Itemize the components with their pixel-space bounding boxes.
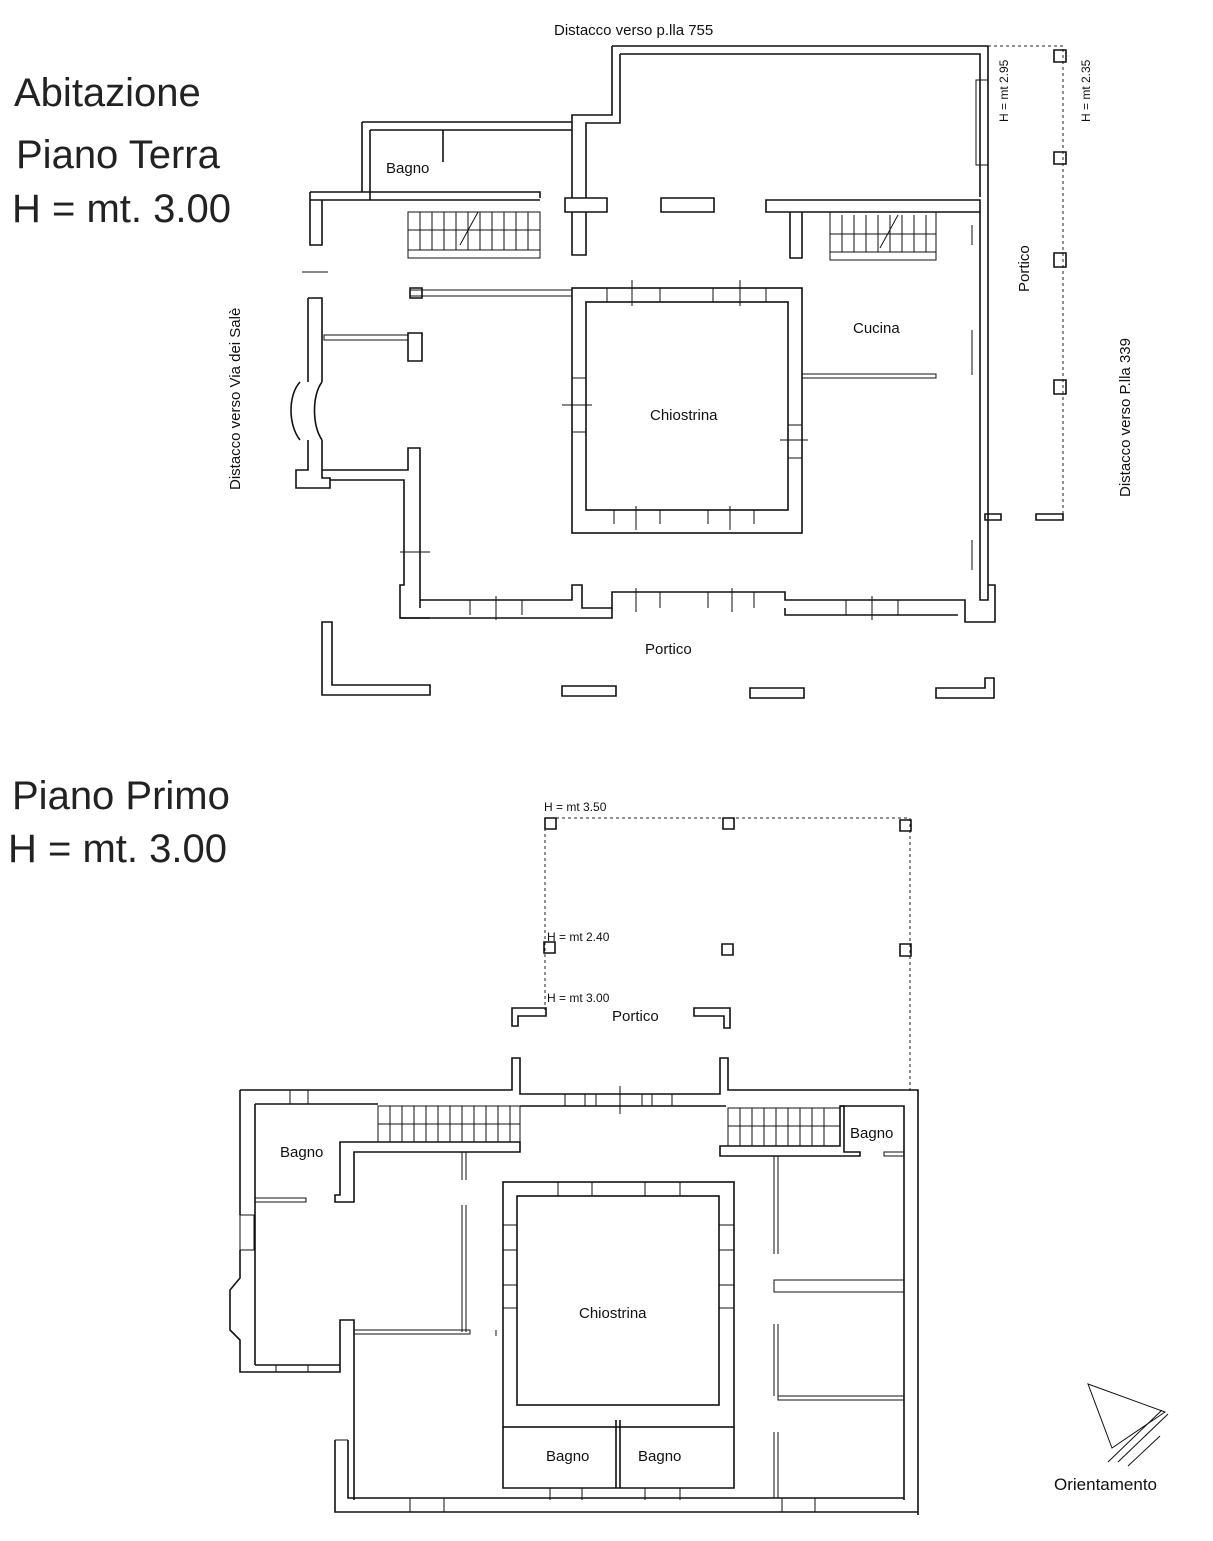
south-portico-east: [935, 677, 995, 699]
wall-pier-3: [765, 199, 981, 213]
south-bathrooms-walls: [502, 1420, 735, 1489]
portico-south-label: Portico: [645, 641, 692, 658]
title-piano-terra: Piano Terra: [16, 133, 221, 177]
north-corridor-wall: [309, 191, 541, 246]
ground-floor-height: H = mt. 3.00: [12, 187, 231, 231]
title-piano-primo: Piano Primo: [12, 774, 230, 818]
cucina-label: Cucina: [853, 320, 900, 337]
west-room-partitions: [353, 1152, 497, 1336]
north-setback-label: Distacco verso p.lla 755: [554, 22, 713, 39]
first-floor-bagno-nw-label: Bagno: [280, 1144, 323, 1161]
chiostrina-windows: [572, 288, 802, 524]
west-outer-wall: [229, 1090, 355, 1500]
east-portico-corner: [984, 513, 1002, 521]
height-label-300: H = mt 3.00: [547, 991, 610, 1005]
east-portico-outline: [988, 45, 1064, 520]
east-wall: [979, 205, 989, 601]
west-outer-wall: [330, 479, 430, 619]
staircase-east: [829, 211, 937, 261]
ne-bathroom-door: [883, 1151, 905, 1157]
south-wall: [334, 1440, 918, 1513]
wall-stub-b: [789, 212, 803, 259]
west-partition: [323, 334, 409, 341]
first-floor-chiostrina-label: Chiostrina: [579, 1305, 647, 1322]
south-wall-inner: [420, 584, 996, 623]
bathroom-walls: [361, 121, 572, 200]
west-windows: [239, 1214, 309, 1372]
first-floor-chiostrina-outer: [502, 1181, 735, 1428]
west-bay: [290, 297, 331, 489]
bagno-label: Bagno: [386, 160, 429, 177]
south-portico-west: [321, 621, 431, 696]
nw-bathroom-partition: [254, 1197, 307, 1203]
west-pier: [407, 332, 423, 362]
north-wing-walls: [571, 45, 989, 205]
south-portico-pier-1: [561, 685, 617, 697]
first-floor-height: H = mt. 3.00: [8, 827, 227, 871]
east-windows: [971, 225, 981, 570]
wall-pier-1: [564, 197, 608, 213]
west-setback-label: Distacco verso Via dei Salè: [227, 308, 244, 490]
first-floor-plan: H = mt 3.50 H = mt 2.40 H = mt 3.00 Port…: [229, 800, 919, 1515]
height-label-295: H = mt 2.95: [997, 59, 1011, 122]
north-pier: [409, 287, 423, 299]
portico-east-label: Portico: [1016, 245, 1033, 292]
wall-stub-a: [571, 212, 587, 256]
orientation-compass-icon: [1087, 1383, 1169, 1467]
first-floor-staircase-west: [377, 1105, 521, 1143]
chiostrina-inner-wall: [585, 301, 789, 511]
north-windows: [289, 1086, 673, 1114]
terrace-pier-west: [511, 1007, 547, 1027]
south-wall-outer: [400, 608, 958, 619]
terrace-pillars: [543, 817, 912, 957]
terrace-outline: [544, 817, 911, 1092]
east-room-partitions: [773, 1156, 905, 1498]
east-portico-end: [1035, 513, 1064, 521]
east-windows: [903, 1120, 919, 1458]
south-windows: [469, 592, 899, 615]
first-floor-bagno-ne-label: Bagno: [850, 1125, 893, 1142]
chiostrina-outer-wall: [571, 287, 803, 534]
ne-bathroom-wall: [719, 1105, 861, 1157]
south-window-marks: [400, 551, 873, 620]
first-floor-bagno-s2-label: Bagno: [638, 1448, 681, 1465]
first-floor-portico-label: Portico: [612, 1008, 659, 1025]
north-east-window: [975, 79, 988, 166]
chiostrina-window-marks: [562, 280, 808, 530]
south-portico-pier-2: [749, 687, 805, 699]
first-floor-staircase-east: [727, 1107, 841, 1147]
orientation-label: Orientamento: [1054, 1475, 1157, 1494]
first-floor-chiostrina-windows: [503, 1182, 734, 1309]
height-label-240: H = mt 2.40: [547, 930, 610, 944]
height-label-350: H = mt 3.50: [544, 800, 607, 814]
north-partition: [409, 289, 573, 297]
north-outer-wall: [240, 1057, 919, 1515]
staircase-west: [407, 211, 541, 259]
chiostrina-label: Chiostrina: [650, 407, 718, 424]
first-floor-chiostrina-inner: [516, 1195, 720, 1406]
height-label-235: H = mt 2.35: [1079, 59, 1093, 122]
nw-bathroom-wall: [334, 1141, 521, 1203]
kitchen-partition: [801, 373, 937, 379]
ground-floor-plan: Distacco verso p.lla 755 Bagno Cucina Ch…: [227, 22, 1134, 699]
title-abitazione: Abitazione: [14, 71, 201, 115]
east-portico-pillars: [1053, 49, 1067, 395]
north-inner-wall: [255, 1103, 905, 1500]
south-windows: [335, 1439, 816, 1512]
first-floor-bagno-s1-label: Bagno: [546, 1448, 589, 1465]
terrace-pier-east: [693, 1007, 731, 1029]
east-setback-label: Distacco verso P.lla 339: [1117, 338, 1134, 497]
wall-pier-2: [660, 197, 715, 213]
west-inner-wall: [322, 447, 421, 608]
